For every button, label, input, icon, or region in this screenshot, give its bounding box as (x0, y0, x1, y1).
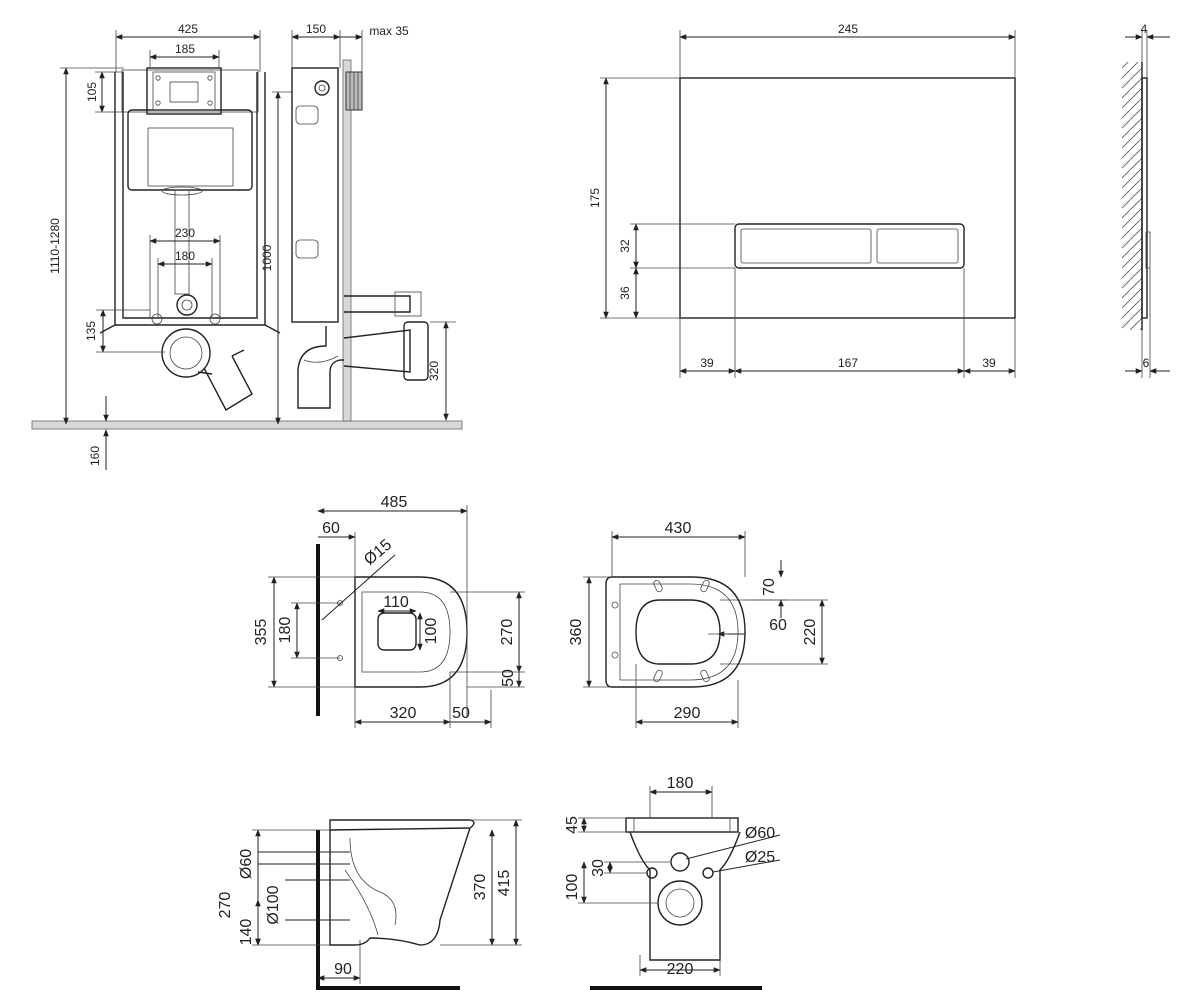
dim-label-frame-side-depth: 150 (306, 22, 326, 36)
dim-label-frame-front-bracket-inner: 180 (175, 249, 195, 263)
dim-label-flush-plate-right-margin: 39 (982, 356, 996, 370)
seat-top-view (583, 531, 828, 728)
dim-label-bowl-side-height-inner: 370 (472, 874, 489, 901)
dim-label-flush-plate-button-height: 32 (618, 239, 632, 253)
dim-label-frame-front-bracket-outer: 230 (175, 226, 195, 240)
dim-label-bowl-side-inlet-diameter: Ø60 (238, 849, 255, 879)
dim-label-seat-top-center-offset: 60 (769, 617, 787, 634)
bowl-top-view (268, 505, 525, 728)
dim-label-frame-front-outlet-height: 135 (84, 321, 98, 341)
dim-label-frame-side-outlet-height: 320 (427, 361, 441, 381)
dim-label-bowl-rear-width-top: 180 (667, 775, 694, 792)
dim-label-flush-plate-height: 175 (588, 188, 602, 208)
dim-label-bowl-top-rear: 60 (322, 520, 340, 537)
dim-label-seat-top-width: 360 (568, 619, 585, 646)
dim-label-bowl-top-opening-width: 100 (423, 618, 440, 645)
dim-label-frame-side-height: 1000 (260, 244, 274, 271)
dim-label-flush-plate-button-width: 167 (838, 356, 858, 370)
dim-label-bowl-rear-bolt-spacing: 30 (590, 859, 607, 877)
dim-label-bowl-side-height-total: 415 (496, 870, 513, 897)
dim-label-bowl-side-front: 90 (334, 961, 352, 978)
dim-label-bowl-side-outlet-diameter: Ø100 (265, 885, 282, 924)
dim-label-bowl-top-front: 50 (452, 705, 470, 722)
dim-label-bowl-rear-inlet-diameter: Ø60 (745, 825, 775, 842)
dim-label-bowl-top-front-offset: 50 (500, 669, 517, 687)
dim-label-frame-front-top-height: 105 (85, 82, 99, 102)
dim-label-seat-top-inner-width: 220 (802, 619, 819, 646)
dim-label-flush-plate-thickness-bottom: 6 (1143, 356, 1150, 370)
dim-label-seat-top-length: 430 (665, 520, 692, 537)
bowl-side-view (252, 819, 522, 990)
dim-label-bowl-top-inner-width: 270 (499, 619, 516, 646)
dim-label-frame-front-total-height: 1110-1280 (48, 218, 62, 274)
dim-label-bowl-top-opening-length: 110 (383, 594, 409, 611)
dim-label-frame-front-top-width: 185 (175, 42, 195, 56)
dim-label-bowl-side-outlet-height: 140 (238, 919, 255, 946)
dim-label-bowl-top-width: 355 (253, 619, 270, 646)
flush-plate-side (1122, 30, 1170, 378)
dim-label-bowl-top-length: 485 (381, 494, 408, 511)
dim-label-seat-top-hinge-offset: 70 (761, 578, 778, 596)
frame-front-view (31, 30, 463, 470)
dimension-labels: 425 185 105 230 180 135 1110-1280 160 150 max 35 1… (48, 22, 1150, 978)
frame-side-view (272, 30, 456, 425)
dim-label-flush-plate-bottom-offset: 36 (618, 286, 632, 300)
dim-label-bowl-top-hole-diameter: Ø15 (361, 536, 395, 569)
dim-label-flush-plate-left-margin: 39 (700, 356, 714, 370)
bowl-rear-view (578, 786, 781, 990)
dim-label-flush-plate-width: 245 (838, 22, 858, 36)
dim-label-frame-front-floor-offset: 160 (88, 446, 102, 466)
dim-label-frame-side-max-depth: max 35 (369, 24, 409, 38)
dim-label-frame-front-width: 425 (178, 22, 198, 36)
dim-label-bowl-top-depth: 320 (390, 705, 417, 722)
dim-label-bowl-side-height: 270 (217, 892, 234, 919)
dim-label-bowl-rear-bolt-diameter: Ø25 (745, 849, 775, 866)
dim-label-flush-plate-thickness-top: 4 (1141, 22, 1148, 36)
dim-label-seat-top-depth: 290 (674, 705, 701, 722)
dim-label-bowl-top-hole-spacing: 180 (277, 617, 294, 644)
dim-label-bowl-rear-outlet-offset: 100 (564, 874, 581, 901)
dim-label-bowl-rear-top-height: 45 (564, 816, 581, 834)
flush-plate-front (600, 30, 1016, 378)
dim-label-bowl-rear-width-bottom: 220 (667, 961, 694, 978)
